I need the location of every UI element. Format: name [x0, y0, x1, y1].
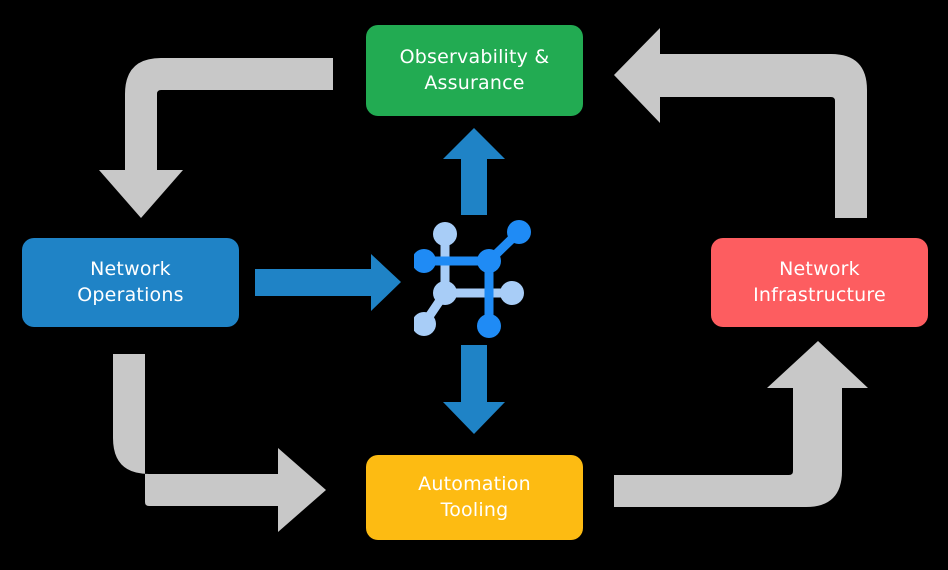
connector-automation-tooling-to-network-infrastructure — [614, 341, 868, 507]
connector-network-operations-to-center — [255, 254, 401, 311]
connector-network-operations-to-automation-tooling — [113, 354, 326, 532]
connector-observability-to-network-operations — [99, 58, 333, 218]
node-observability-assurance[interactable]: Observability & Assurance — [366, 25, 583, 116]
node-network-infrastructure[interactable]: Network Infrastructure — [711, 238, 928, 327]
connector-network-infrastructure-to-observability — [614, 28, 867, 218]
network-topology-icon — [414, 220, 531, 338]
connector-center-to-automation-tooling — [443, 345, 505, 434]
node-automation-tooling[interactable]: Automation Tooling — [366, 455, 583, 540]
node-network-operations[interactable]: Network Operations — [22, 238, 239, 327]
connector-center-to-observability — [443, 128, 505, 215]
